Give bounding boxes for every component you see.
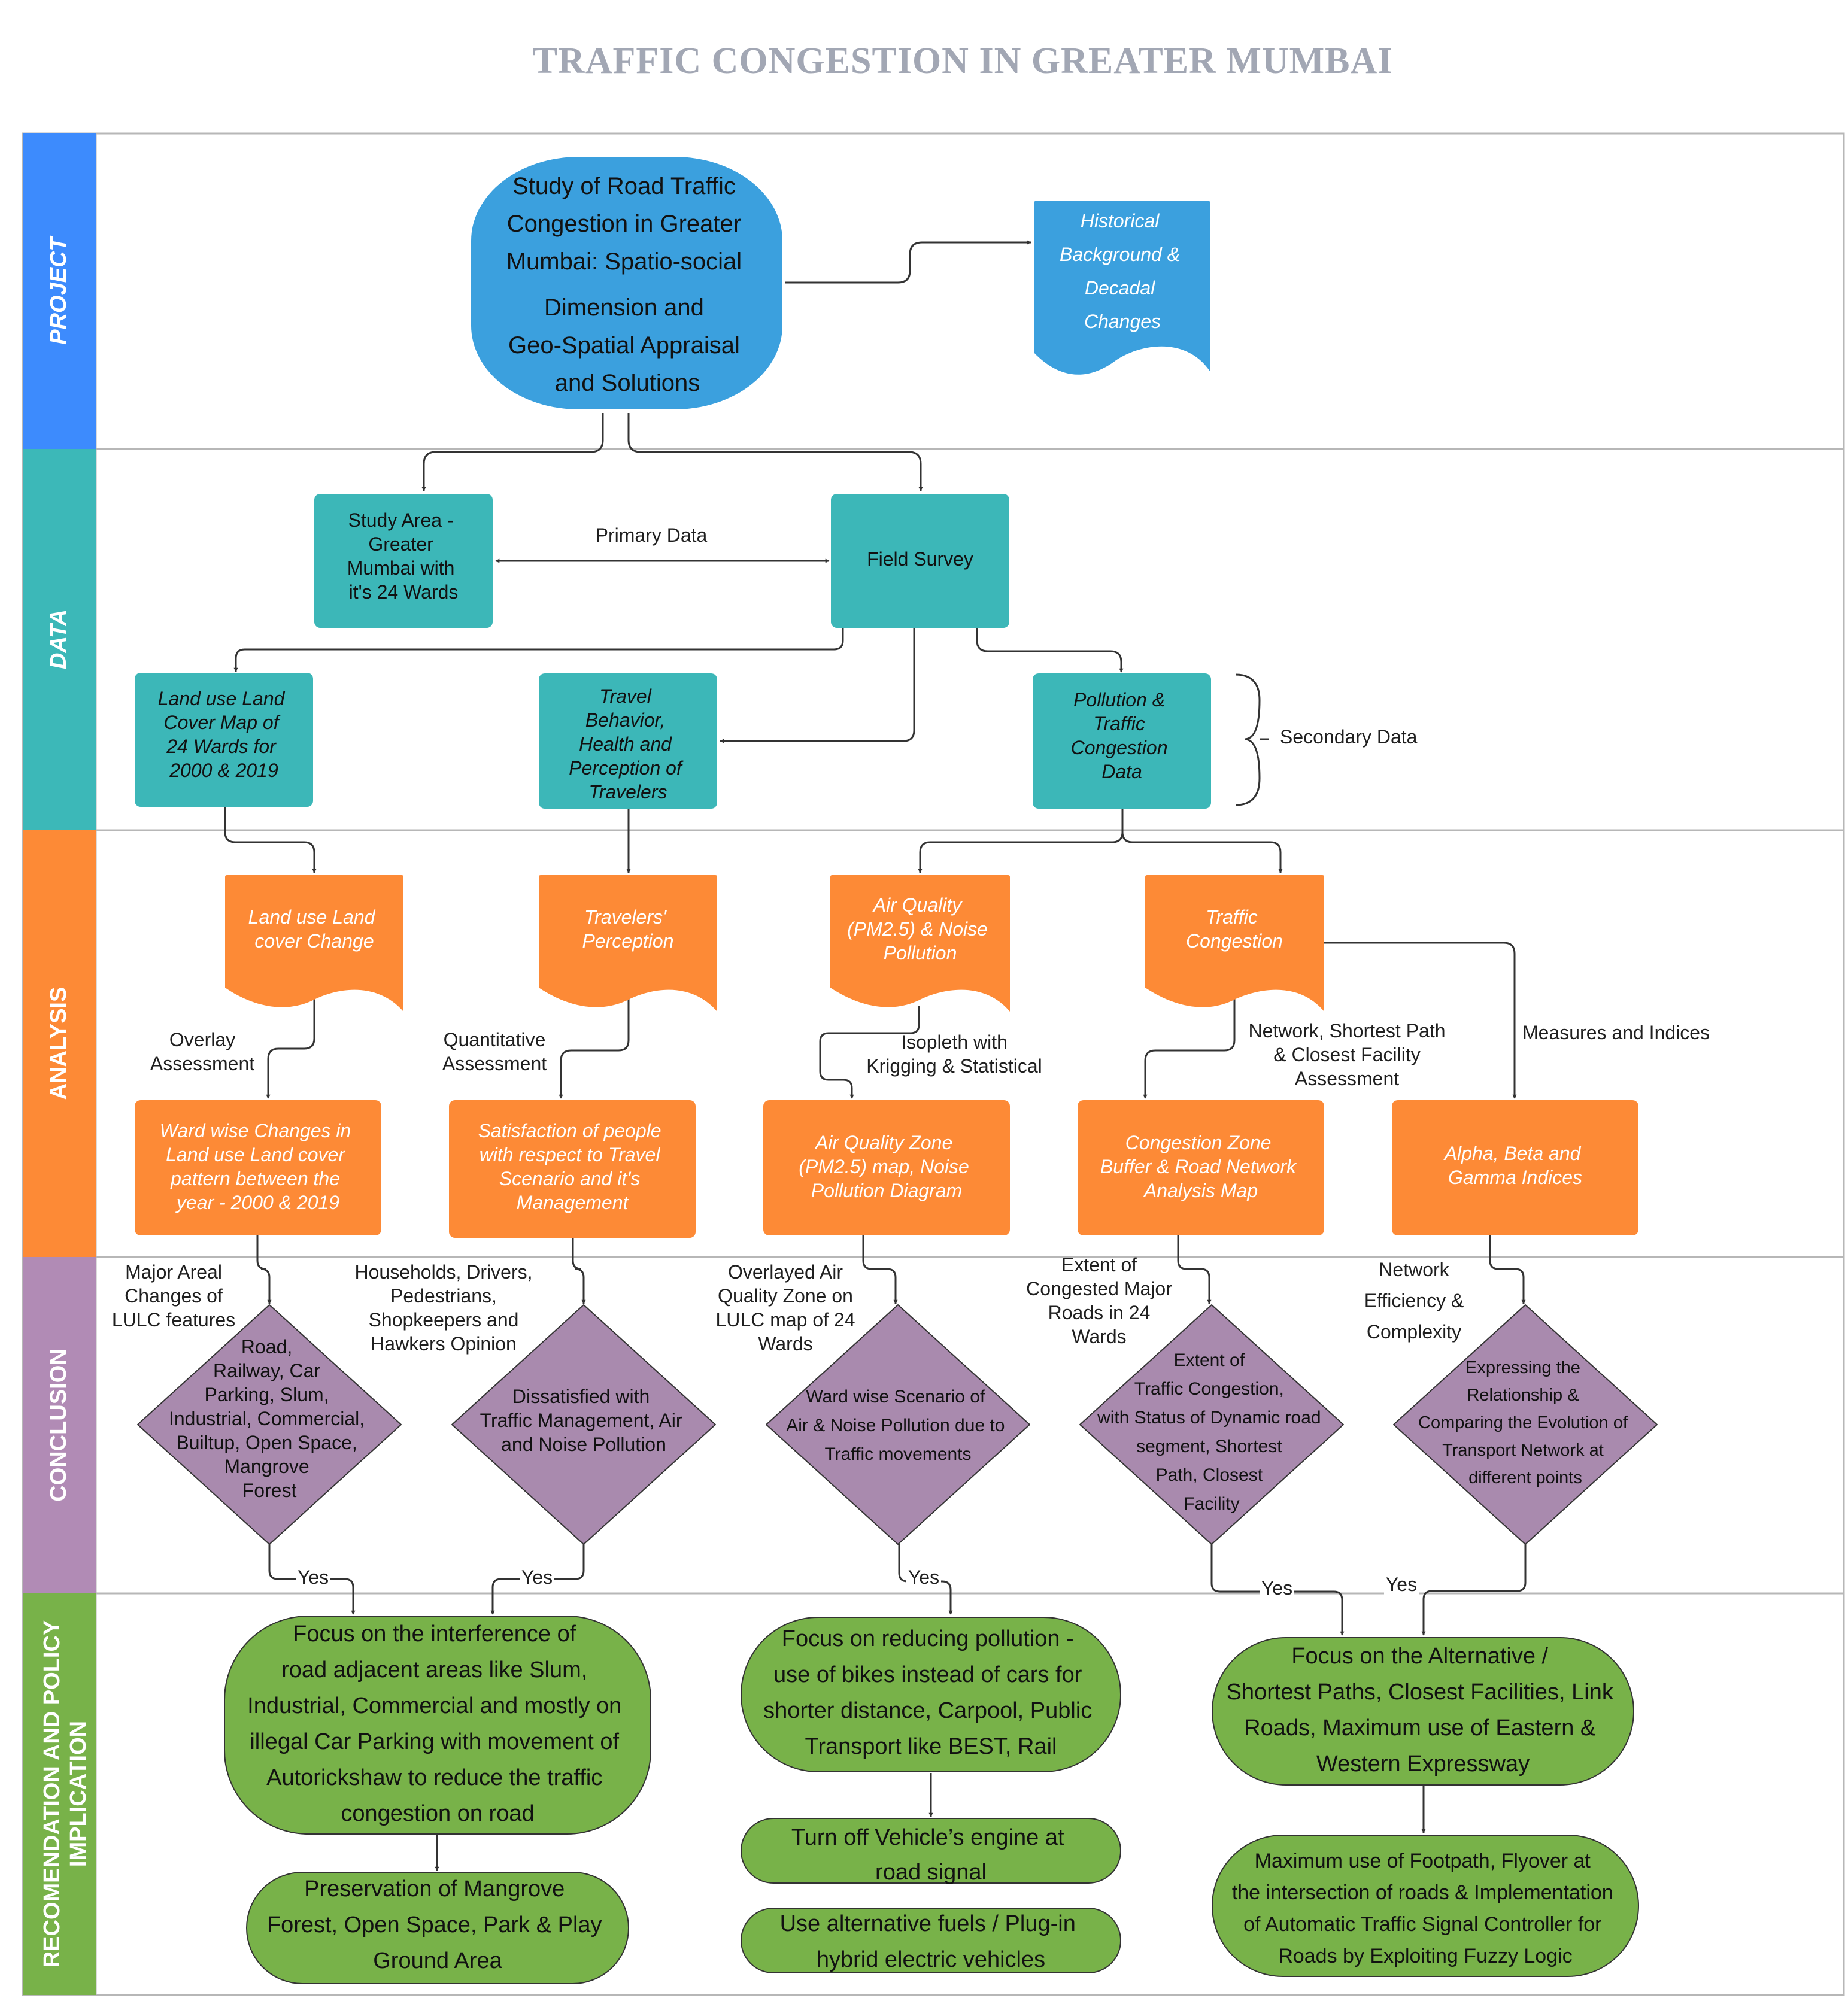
lulc-change-text: Land use Land cover Change [248, 906, 381, 952]
rec-footpath-text: Maximum use of Footpath, Flyover at the … [1232, 1850, 1619, 1967]
yes-label-3: Yes [906, 1566, 941, 1589]
satisfaction-text: Satisfaction of people with respect to T… [478, 1120, 667, 1213]
air-quality-node: Air Quality (PM2.5) & Noise Pollution [830, 875, 1010, 1012]
label-primary-data: Primary Data [596, 524, 708, 546]
historical-background-node: Historical Background & Decadal Changes [1034, 201, 1210, 375]
conclusion-expressing-diamond: Expressing the Relationship & Comparing … [1393, 1304, 1658, 1545]
project-main-text: Study of Road Traffic Congestion in Grea… [506, 173, 749, 396]
travel-behavior-node: Travel Behavior, Health and Perception o… [539, 673, 717, 809]
rec-turn-off-text: Turn off Vehicle’s engine at road signal [791, 1825, 1070, 1885]
label-measures-indices: Measures and Indices [1522, 1022, 1710, 1043]
pollution-data-text: Pollution & Traffic Congestion Data [1071, 689, 1173, 782]
svg-text:Yes: Yes [521, 1566, 553, 1588]
aq-zone-text: Air Quality Zone (PM2.5) map, Noise Poll… [799, 1132, 974, 1201]
conclusion-extent-diamond: Extent of Traffic Congestion, with Statu… [1079, 1304, 1344, 1545]
svg-text:Yes: Yes [1386, 1574, 1417, 1595]
conclusion-dissatisfied-text: Dissatisfied with Traffic Management, Ai… [480, 1386, 688, 1455]
conclusion-road-diamond: Road, Railway, Car Parking, Slum, Indust… [137, 1304, 402, 1545]
study-area-node: Study Area - Greater Mumbai with it's 24… [314, 494, 493, 628]
label-network-shortest-path: Network, Shortest Path& Closest Facility… [1248, 1020, 1445, 1089]
label-secondary-data: Secondary Data [1280, 726, 1418, 748]
traffic-congestion-text: Traffic Congestion [1186, 906, 1283, 952]
rec-focus-alternative-text: Focus on the Alternative / Shortest Path… [1227, 1644, 1620, 1777]
rec-alt-fuels-text: Use alternative fuels / Plug-in hybrid e… [780, 1911, 1082, 1972]
lane-recommendation: RECOMENDATION AND POLICYIMPLICATION [23, 1593, 96, 1995]
field-survey-node: Field Survey [831, 494, 1009, 628]
conclusion-dissatisfied-diamond: Dissatisfied with Traffic Management, Ai… [451, 1304, 716, 1545]
lane-conclusion: CONCLUSION [23, 1257, 96, 1593]
rec-preservation-node: Preservation of Mangrove Forest, Open Sp… [246, 1872, 629, 1984]
lane-project: PROJECT [23, 133, 96, 449]
lane-analysis-label: ANALYSIS [46, 987, 71, 1100]
landuse-map-node: Land use Land Cover Map of 24 Wards for … [135, 673, 313, 807]
rec-focus-interference-node: Focus on the interference of road adjace… [224, 1616, 651, 1835]
lane-data: DATA [23, 449, 96, 830]
ward-changes-node: Ward wise Changes in Land use Land cover… [135, 1100, 381, 1235]
landuse-map-text: Land use Land Cover Map of 24 Wards for … [158, 688, 290, 781]
rec-footpath-node: Maximum use of Footpath, Flyover at the … [1212, 1835, 1639, 1977]
conclusion-road-text: Road, Railway, Car Parking, Slum, Indust… [169, 1336, 370, 1501]
svg-text:Yes: Yes [1261, 1577, 1292, 1599]
lane-analysis: ANALYSIS [23, 830, 96, 1257]
travelers-perception-text: Travelers' Perception [582, 906, 674, 952]
diagram-title: TRAFFIC CONGESTION IN GREATER MUMBAI [533, 41, 1393, 81]
svg-text:Yes: Yes [298, 1566, 329, 1588]
connectors [224, 240, 1527, 1871]
yes-label-1: Yes [296, 1566, 330, 1589]
air-quality-text: Air Quality (PM2.5) & Noise Pollution [847, 894, 993, 964]
yes-label-2: Yes [520, 1566, 554, 1589]
rec-focus-interference-text: Focus on the interference of road adjace… [247, 1622, 628, 1826]
aq-zone-node: Air Quality Zone (PM2.5) map, Noise Poll… [763, 1100, 1010, 1235]
rec-preservation-text: Preservation of Mangrove Forest, Open Sp… [267, 1876, 608, 1973]
rec-turn-off-node: Turn off Vehicle’s engine at road signal [741, 1818, 1121, 1885]
travel-behavior-text: Travel Behavior, Health and Perception o… [569, 685, 687, 803]
lane-project-label: PROJECT [46, 235, 71, 344]
yes-label-5: Yes [1384, 1574, 1419, 1596]
svg-text:Yes: Yes [908, 1566, 939, 1588]
satisfaction-node: Satisfaction of people with respect to T… [449, 1100, 696, 1238]
conclusion-ward-scenario-diamond: Ward wise Scenario of Air & Noise Pollut… [766, 1304, 1030, 1545]
congestion-zone-node: Congestion Zone Buffer & Road Network An… [1078, 1100, 1324, 1235]
rec-focus-pollution-text: Focus on reducing pollution - use of bik… [763, 1626, 1099, 1759]
conclusion-ward-scenario-text: Ward wise Scenario of Air & Noise Pollut… [786, 1387, 1010, 1464]
lane-conclusion-label: CONCLUSION [46, 1349, 71, 1501]
ward-changes-text: Ward wise Changes in Land use Land cover… [160, 1120, 356, 1213]
project-main-node: Study of Road Traffic Congestion in Grea… [471, 157, 782, 409]
pollution-data-node: Pollution & Traffic Congestion Data [1033, 673, 1211, 809]
travelers-perception-node: Travelers' Perception [539, 875, 717, 1012]
alpha-beta-text: Alpha, Beta and Gamma Indices [1443, 1143, 1586, 1188]
traffic-congestion-node: Traffic Congestion [1145, 875, 1324, 1012]
conclusion-expressing-text: Expressing the Relationship & Comparing … [1418, 1358, 1632, 1487]
label-households: Households, Drivers,Pedestrians,Shopkeep… [355, 1261, 533, 1355]
lulc-change-node: Land use Land cover Change [225, 875, 403, 1012]
yes-label-4: Yes [1260, 1577, 1294, 1599]
field-survey-text: Field Survey [867, 548, 973, 570]
congestion-zone-text: Congestion Zone Buffer & Road Network An… [1100, 1132, 1301, 1201]
rec-focus-alternative-node: Focus on the Alternative / Shortest Path… [1212, 1637, 1634, 1786]
alpha-beta-node: Alpha, Beta and Gamma Indices [1392, 1100, 1638, 1235]
historical-background-text: Historical Background & Decadal Changes [1060, 210, 1185, 332]
study-area-text: Study Area - Greater Mumbai with it's 24… [347, 509, 460, 603]
rec-alt-fuels-node: Use alternative fuels / Plug-in hybrid e… [741, 1908, 1121, 1973]
lane-data-label: DATA [46, 609, 71, 669]
rec-focus-pollution-node: Focus on reducing pollution - use of bik… [741, 1617, 1121, 1772]
lane-recommendation-label: RECOMENDATION AND POLICYIMPLICATION [40, 1620, 91, 1968]
conclusion-extent-text: Extent of Traffic Congestion, with Statu… [1097, 1350, 1326, 1514]
